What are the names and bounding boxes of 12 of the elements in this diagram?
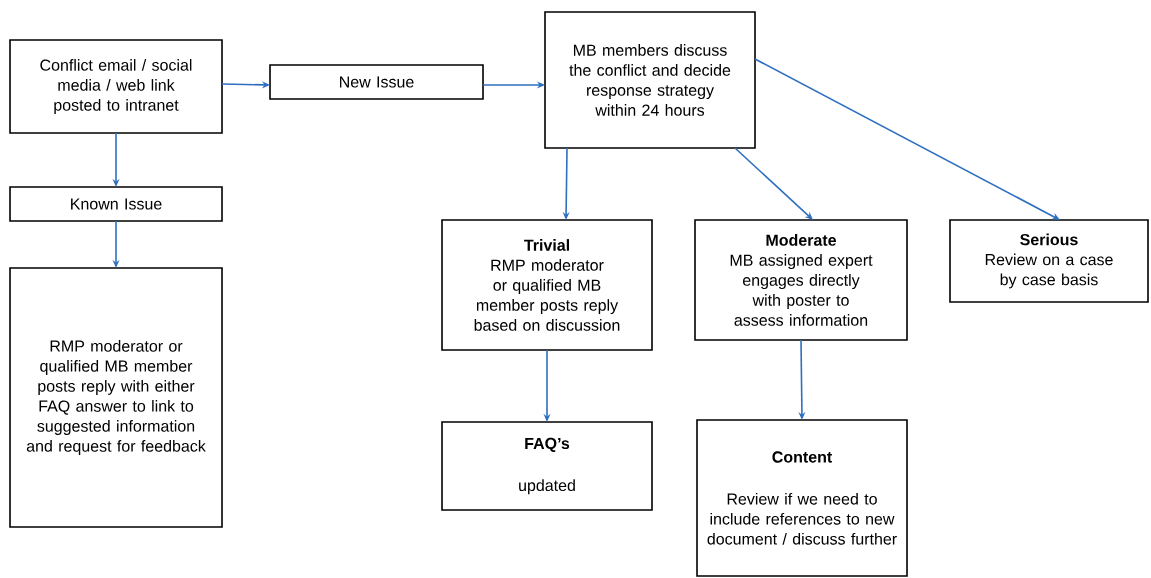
arrow [734,147,813,220]
process-box: Serious Review on a case by case basis [949,219,1149,303]
process-box: Content Review if we need to include references to new document / discuss further [696,419,908,577]
arrow [754,58,1060,220]
process-box: Known Issue [9,186,223,222]
process-box: RMP moderator or qualified MB member posts reply with either FAQ answer to link to suggested information and request for feedback [9,267,223,528]
process-box: Moderate MB assigned expert engages directly with poster to assess information [694,219,908,341]
process-box: New Issue [269,64,484,100]
process-box: Trivial RMP moderator or qualified MB member posts reply based on discussion [441,219,653,351]
process-box: MB members discuss the conflict and decide response strategy within 24 hours [544,11,756,149]
process-box: Conflict email / social media / web link posted to intranet [9,39,223,134]
process-box: FAQ’s updated [441,421,653,511]
